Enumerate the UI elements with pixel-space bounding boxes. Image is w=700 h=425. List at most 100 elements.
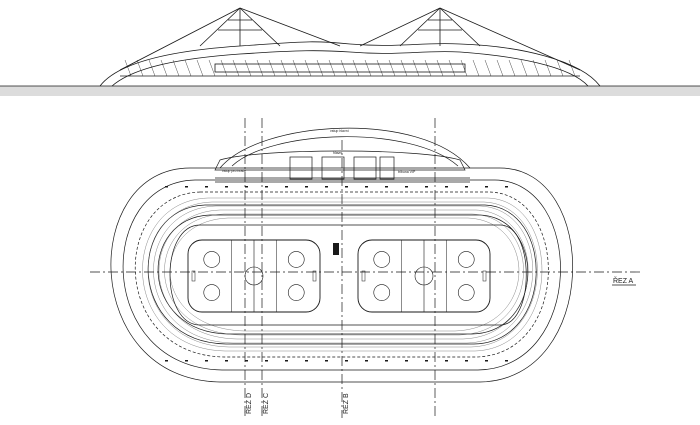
column-mark: [245, 360, 248, 362]
faceoff-circle: [373, 251, 391, 268]
column-mark: [285, 186, 288, 188]
faceoff-circle: [414, 266, 434, 286]
truss-member: [220, 59, 228, 77]
mast-left: [119, 7, 341, 71]
truss-member: [148, 59, 156, 77]
truss-member: [352, 59, 360, 77]
column-mark: [285, 360, 288, 362]
label-center-note: hlavní: [333, 151, 342, 155]
column-mark: [265, 186, 268, 188]
truss-member: [520, 59, 528, 77]
truss-member: [448, 59, 456, 77]
column-mark: [445, 186, 448, 188]
rinks: [187, 239, 491, 313]
column-mark: [225, 360, 228, 362]
service-building: [214, 150, 470, 183]
faceoff-circle: [203, 284, 221, 301]
outer-envelope: [110, 167, 574, 383]
truss-member: [424, 59, 432, 77]
column-marks: [165, 186, 508, 362]
label-left-note: vstup pro hráče: [222, 169, 246, 173]
faceoff-circle: [373, 284, 391, 301]
entrance-arc: [219, 127, 471, 169]
truss-member: [340, 59, 348, 77]
seating-row: [158, 209, 529, 340]
column-mark: [305, 360, 308, 362]
column-mark: [505, 186, 508, 188]
column-mark: [405, 360, 408, 362]
label-rez-d: ŘEZ D: [244, 393, 253, 414]
goal-crease: [312, 270, 317, 282]
seating-row: [164, 213, 524, 336]
roof-inner: [111, 50, 589, 87]
truss-member: [460, 59, 468, 77]
truss-member: [136, 59, 144, 77]
label-right-note: tribuna VIP: [398, 170, 416, 174]
column-mark: [165, 360, 168, 362]
column-mark: [325, 360, 328, 362]
truss-member: [232, 59, 240, 77]
truss-member: [400, 59, 408, 77]
column-mark: [165, 186, 168, 188]
envelope-ring-3: [135, 191, 549, 358]
truss-member: [544, 59, 552, 77]
plan-view: [90, 118, 640, 418]
truss-member: [376, 59, 384, 77]
column-mark: [465, 186, 468, 188]
truss-member: [316, 59, 324, 77]
column-mark: [505, 360, 508, 362]
truss-member: [508, 59, 516, 77]
column-mark: [345, 186, 348, 188]
column-mark: [485, 186, 488, 188]
envelope-ring-2: [122, 179, 561, 371]
column-mark: [185, 360, 188, 362]
truss-member: [436, 59, 444, 77]
column-mark: [265, 360, 268, 362]
label-top-note: vstup hlavní: [330, 129, 349, 133]
truss-member: [532, 59, 540, 77]
elevation-view: [0, 7, 700, 96]
truss-member: [208, 59, 216, 77]
truss-member: [568, 59, 576, 77]
goal-crease: [191, 270, 196, 282]
truss-member: [304, 59, 312, 77]
truss-member: [268, 59, 276, 77]
faceoff-circle: [457, 284, 475, 301]
truss-member: [244, 59, 252, 77]
ice-field: [169, 224, 527, 326]
truss-member: [172, 59, 180, 77]
label-rez-a: ŘEZ A: [613, 276, 634, 285]
column-mark: [305, 186, 308, 188]
truss-member: [184, 59, 192, 77]
column-mark: [325, 186, 328, 188]
seating-row: [153, 205, 533, 344]
column-mark: [345, 360, 348, 362]
goal-crease: [482, 270, 487, 282]
column-mark: [365, 186, 368, 188]
column-mark: [185, 186, 188, 188]
label-rez-b: ŘEZ B: [341, 393, 350, 414]
column-mark: [445, 360, 448, 362]
column-mark: [425, 360, 428, 362]
column-mark: [205, 360, 208, 362]
column-mark: [245, 186, 248, 188]
column-mark: [485, 360, 488, 362]
faceoff-circle: [287, 284, 305, 301]
facade-band: [214, 63, 466, 73]
truss-member: [496, 59, 504, 77]
truss-member: [124, 59, 132, 77]
truss-member: [256, 59, 264, 77]
faceoff-circle: [203, 251, 221, 268]
truss-member: [556, 59, 564, 77]
seating-row: [169, 217, 520, 332]
column-mark: [425, 186, 428, 188]
roof-outer: [99, 41, 601, 87]
truss-member: [196, 59, 204, 77]
label-rez-c: ŘEZ C: [261, 393, 270, 414]
truss-member: [160, 59, 168, 77]
goal-crease: [361, 270, 366, 282]
truss-member: [412, 59, 420, 77]
column-mark: [365, 360, 368, 362]
